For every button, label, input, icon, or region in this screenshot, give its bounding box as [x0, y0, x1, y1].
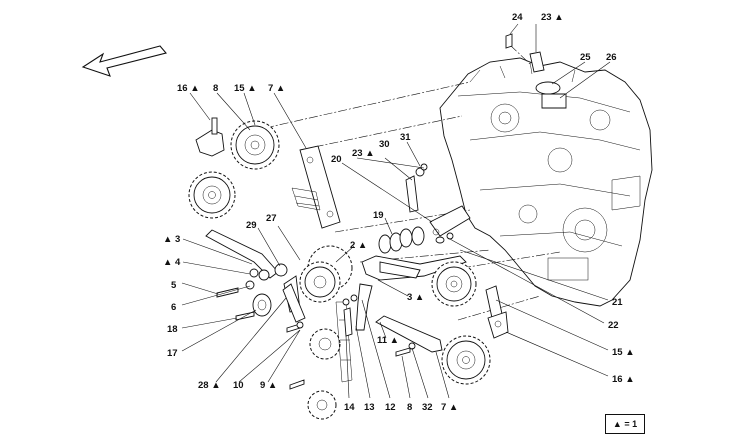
label-25: 25	[580, 52, 591, 63]
label-16-top: 16 ▲	[177, 83, 200, 94]
label-27: 27	[266, 213, 277, 224]
chain-guide-upper	[299, 145, 341, 229]
intermediate-gear-stack	[283, 245, 353, 313]
sensor-bracket-upper	[195, 117, 225, 157]
label-18: 18	[167, 324, 178, 335]
label-32: 32	[422, 402, 433, 413]
front-direction-arrow-icon	[81, 45, 167, 77]
label-2: 2 ▲	[350, 240, 367, 251]
engine-block	[439, 57, 653, 307]
chain-guide-center	[361, 255, 467, 281]
label-19: 19	[373, 210, 384, 221]
label-4: ▲ 4	[163, 257, 181, 268]
label-6: 6	[171, 302, 176, 313]
label-7-top: 7 ▲	[268, 83, 285, 94]
label-3-right: 3 ▲	[407, 292, 424, 303]
label-15-right: 15 ▲	[612, 347, 635, 358]
label-23-mid: 23 ▲	[352, 148, 375, 159]
label-10: 10	[233, 380, 244, 391]
leader-lines	[181, 23, 611, 399]
camshaft-sprocket-lower-left	[188, 171, 236, 219]
label-9: 9 ▲	[260, 380, 277, 391]
label-11: 11 ▲	[377, 335, 399, 346]
label-26: 26	[606, 52, 617, 63]
label-8-top: 8	[213, 83, 218, 94]
hydraulic-tensioner-assembly	[378, 163, 471, 254]
cam-sensor-assembly	[505, 33, 567, 109]
label-7-bottom: 7 ▲	[441, 402, 458, 413]
label-8-bottom: 8	[407, 402, 412, 413]
label-3-left: ▲ 3	[163, 234, 180, 245]
label-30: 30	[379, 139, 390, 150]
crankshaft-sprocket-lower	[307, 328, 341, 420]
camshaft-sprocket-right-lower	[441, 335, 491, 385]
label-12: 12	[385, 402, 396, 413]
label-13: 13	[364, 402, 375, 413]
label-5: 5	[171, 280, 177, 291]
label-20: 20	[331, 154, 342, 165]
chain-tensioner-center	[282, 283, 306, 323]
label-17: 17	[167, 348, 178, 359]
camshaft-sprocket-upper-left	[230, 120, 280, 170]
label-24: 24	[512, 12, 523, 23]
part-number-labels: 24 23 ▲ 25 26 16 ▲ 8 15 ▲ 7 ▲ 30 31 23 ▲…	[163, 12, 635, 413]
camshaft-sprocket-right-upper	[431, 261, 477, 307]
label-15-top: 15 ▲	[234, 83, 257, 94]
quantity-legend: ▲ = 1	[605, 414, 645, 434]
label-23-top: 23 ▲	[541, 12, 564, 23]
label-29: 29	[246, 220, 257, 231]
timing-chain-upper	[291, 187, 321, 211]
label-31: 31	[400, 132, 411, 143]
chain-guide-lower-right	[375, 315, 443, 357]
sensor-bracket-right	[485, 285, 509, 339]
label-21: 21	[612, 297, 623, 308]
label-14: 14	[344, 402, 355, 413]
label-22: 22	[608, 320, 619, 331]
label-16-right: 16 ▲	[612, 374, 635, 385]
label-28: 28 ▲	[198, 380, 221, 391]
